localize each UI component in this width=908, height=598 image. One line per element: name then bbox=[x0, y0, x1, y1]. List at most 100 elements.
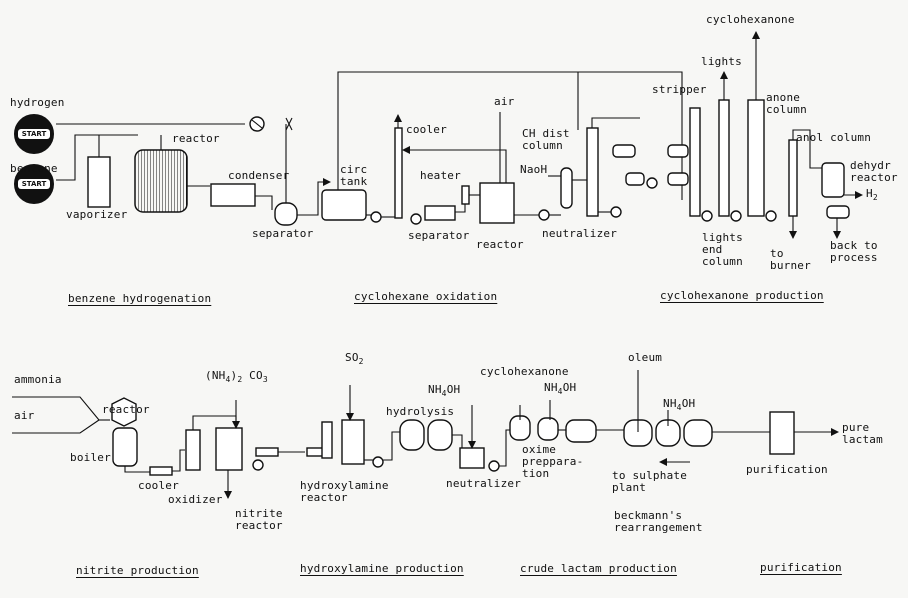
decanter-3 bbox=[667, 144, 689, 158]
air-feed-label: air bbox=[14, 409, 35, 422]
circulation-tank bbox=[321, 189, 367, 221]
hydrogen-label: hydrogen bbox=[10, 96, 65, 109]
so2-label: SO2 bbox=[345, 352, 364, 368]
ch-dist-column-label: CH dist column bbox=[522, 127, 570, 152]
nh4oh-2-end: OH bbox=[562, 381, 577, 394]
back-to-process-label: back to process bbox=[830, 239, 878, 264]
cooler-label: cooler bbox=[406, 123, 447, 136]
h2-subscript: 2 bbox=[872, 193, 878, 203]
start-label: START bbox=[17, 179, 51, 189]
pump-7 bbox=[730, 210, 742, 222]
pump-6 bbox=[701, 210, 713, 222]
separator-label-2: separator bbox=[408, 229, 470, 242]
dehydr-reactor-label: dehydr reactor bbox=[850, 159, 898, 184]
dehydr-separator bbox=[826, 205, 850, 219]
pump-2 bbox=[410, 213, 422, 225]
pump-10 bbox=[372, 456, 384, 468]
nh4-subscript: 4 bbox=[225, 375, 231, 385]
section-title-crude-lactam-production: crude lactam production bbox=[520, 562, 677, 575]
nh4oh-label-2: NH4OH bbox=[544, 382, 576, 398]
neutralizer-label-2: neutralizer bbox=[446, 477, 522, 490]
so2-text: SO bbox=[345, 351, 359, 364]
naoh-label: NaoH bbox=[520, 163, 548, 176]
heater-label: heater bbox=[420, 169, 461, 182]
absorber bbox=[321, 421, 333, 459]
reactor-label-2: reactor bbox=[476, 238, 524, 251]
pump-5 bbox=[610, 206, 622, 218]
decanter-2 bbox=[625, 172, 645, 186]
reactor-label: reactor bbox=[172, 132, 220, 145]
anol-column-label: anol column bbox=[796, 131, 872, 144]
oxidizer-label: oxidizer bbox=[168, 493, 223, 506]
separator-label-1: separator bbox=[252, 227, 314, 240]
cyclohexanone-production-section bbox=[548, 31, 863, 239]
benzene-label: benzene bbox=[10, 162, 58, 175]
nh4oh-2-text: NH bbox=[544, 381, 558, 394]
nh4oh-1-subscript: 4 bbox=[441, 389, 447, 399]
purification-section bbox=[769, 411, 839, 455]
purification-unit bbox=[769, 411, 795, 455]
nitrite-reactor-label: nitrite reactor bbox=[235, 507, 283, 532]
section-title-cyclohexanone-production: cyclohexanone production bbox=[660, 289, 824, 302]
to-burner-label: to burner bbox=[770, 247, 811, 272]
stripper-label: stripper bbox=[652, 83, 707, 96]
cyclohexane-oxidation-section bbox=[321, 71, 683, 225]
cyclohexanone-feed-label: cyclohexanone bbox=[480, 365, 569, 378]
nh4oh-label-1: NH4OH bbox=[428, 384, 460, 400]
anone-column-label: anone column bbox=[766, 91, 807, 116]
purification-unit-label: purification bbox=[746, 463, 828, 476]
section-title-nitrite-production: nitrite production bbox=[76, 564, 199, 577]
benzene-start-button[interactable]: START bbox=[14, 164, 54, 204]
crude-lactam-production-section bbox=[499, 370, 770, 467]
oleum-label: oleum bbox=[628, 351, 663, 364]
section-title-purification: purification bbox=[760, 561, 842, 574]
nh4-2-co3-text: (NH bbox=[205, 369, 226, 382]
benzene-hydrogenation-section bbox=[56, 116, 331, 226]
ammonia-label: ammonia bbox=[14, 373, 62, 386]
start-label: START bbox=[17, 129, 51, 139]
section-title-cyclohexane-oxidation: cyclohexane oxidation bbox=[354, 290, 498, 303]
decanter-4 bbox=[667, 172, 689, 186]
hydroxylamine-reactor-label: hydroxylamine reactor bbox=[300, 479, 389, 504]
nitrite-production-section bbox=[12, 396, 279, 499]
co3-text: CO bbox=[242, 369, 263, 382]
lights-label: lights bbox=[701, 55, 742, 68]
so2-subscript: 2 bbox=[358, 357, 364, 367]
hydrogen-start-button[interactable]: START bbox=[14, 114, 54, 154]
hydrolysis-vessel-1 bbox=[399, 419, 425, 451]
condenser bbox=[210, 183, 256, 207]
boiler-label: boiler bbox=[70, 451, 111, 464]
oxidation-reactor bbox=[479, 182, 515, 224]
h2-text: H bbox=[866, 187, 873, 200]
section-title-hydroxylamine-production: hydroxylamine production bbox=[300, 562, 464, 575]
nh4-2-subscript: 2 bbox=[237, 375, 243, 385]
pump-4 bbox=[646, 177, 658, 189]
nh4oh-3-end: OH bbox=[681, 397, 696, 410]
nh4oh-1-text: NH bbox=[428, 383, 442, 396]
stripper-column bbox=[689, 107, 701, 217]
nitrite-reactor-top-label: reactor bbox=[102, 403, 150, 416]
air-label: air bbox=[494, 95, 515, 108]
circ-tank-label: circ tank bbox=[340, 163, 368, 188]
ammonia-reactor bbox=[111, 397, 137, 427]
pump-8 bbox=[765, 210, 777, 222]
pump-9 bbox=[252, 459, 264, 471]
dehydrogenation-reactor bbox=[821, 162, 845, 198]
beckmanns-rearrangement-label: beckmann's rearrangement bbox=[614, 509, 703, 534]
separator-2 bbox=[424, 205, 456, 221]
nh4oh-1-end: OH bbox=[446, 383, 461, 396]
co3-subscript: 3 bbox=[262, 375, 268, 385]
oxime-preparation-label: oxime preppara- tion bbox=[522, 443, 584, 480]
section-title-benzene-hydrogenation: benzene hydrogenation bbox=[68, 292, 212, 305]
nh4-paren: ) bbox=[230, 369, 238, 382]
decanter-1 bbox=[612, 144, 636, 158]
oxime-separator bbox=[565, 419, 597, 443]
oxime-vessel-2 bbox=[537, 417, 559, 441]
nh4-2-co3-label: (NH4)2 CO3 bbox=[205, 370, 268, 386]
hydrolysis-label: hydrolysis bbox=[386, 405, 455, 418]
neutralizer-vessel bbox=[560, 167, 573, 209]
vaporizer-label: vaporizer bbox=[66, 208, 128, 221]
h2-label: H2 bbox=[866, 188, 878, 204]
cooler-label-2: cooler bbox=[138, 479, 179, 492]
